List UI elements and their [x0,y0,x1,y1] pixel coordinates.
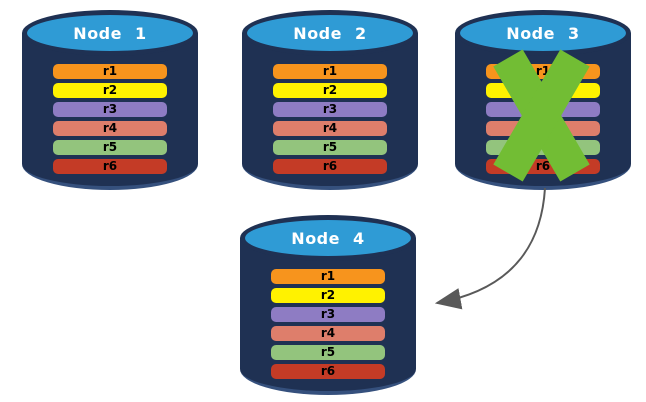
cylinder-top: Node 3 [455,10,631,56]
node-2: Node 2 r1 r2 r3 r4 r5 r6 [242,10,418,190]
replica-row-r3: r3 [53,102,167,117]
replica-row-r6: r6 [486,159,600,174]
replica-row-r3: r3 [273,102,387,117]
replica-rows: r1 r2 r3 r4 r5 r6 [273,64,387,174]
replica-row-r1: r1 [271,269,385,284]
replica-row-r5: r5 [273,140,387,155]
replica-row-r5: r5 [271,345,385,360]
node-label: Node 4 [291,228,365,248]
node-label: Node 1 [73,23,147,43]
replica-row-r5: r5 [53,140,167,155]
node-label: Node 2 [293,23,367,43]
replica-row-r6: r6 [273,159,387,174]
replica-rows: r1 r2 r3 r4 r5 r6 [53,64,167,174]
replica-row-r1: r1 [53,64,167,79]
cylinder-top: Node 1 [22,10,198,56]
node-label: Node 3 [506,23,580,43]
replica-row-r5: r5 [486,140,600,155]
node-3: Node 3 r1 r2 r3 r4 r5 r6 [455,10,631,190]
replica-row-r4: r4 [486,121,600,136]
replica-row-r2: r2 [53,83,167,98]
replica-row-r2: r2 [271,288,385,303]
replica-row-r3: r3 [486,102,600,117]
node-1: Node 1 r1 r2 r3 r4 r5 r6 [22,10,198,190]
replica-row-r4: r4 [273,121,387,136]
node-4: Node 4 r1 r2 r3 r4 r5 r6 [240,215,416,395]
replica-rows: r1 r2 r3 r4 r5 r6 [271,269,385,379]
cylinder-top: Node 2 [242,10,418,56]
replica-row-r2: r2 [486,83,600,98]
cylinder-top: Node 4 [240,215,416,261]
replica-row-r4: r4 [53,121,167,136]
replica-rows: r1 r2 r3 r4 r5 r6 [486,64,600,174]
replica-row-r6: r6 [271,364,385,379]
arrow-curve [434,187,546,310]
replica-row-r3: r3 [271,307,385,322]
replica-row-r1: r1 [273,64,387,79]
replica-row-r1: r1 [486,64,600,79]
replica-row-r6: r6 [53,159,167,174]
replica-row-r2: r2 [273,83,387,98]
replica-row-r4: r4 [271,326,385,341]
